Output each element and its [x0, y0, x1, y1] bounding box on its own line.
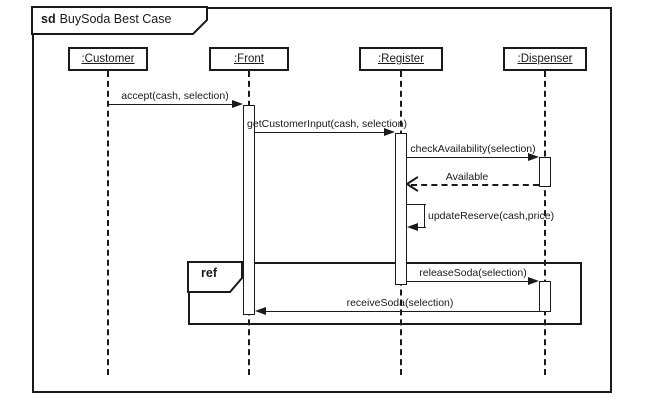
sd-frame	[32, 7, 612, 393]
lifeline-dispenser	[544, 71, 546, 375]
msg-receivesoda-label: receiveSoda(selection)	[346, 297, 454, 309]
ref-operator-label: ref	[201, 266, 217, 280]
frame-title-pentagon	[31, 6, 208, 35]
self-loop-top	[407, 204, 426, 205]
ref-fragment	[188, 262, 582, 325]
msg-accept-label: accept(cash, selection)	[121, 90, 229, 102]
lifeline-head-customer: :Customer	[68, 47, 148, 71]
filled-arrowhead-icon	[255, 307, 266, 315]
msg-updatereserve-label: updateReserve(cash,price)	[428, 210, 555, 222]
activation-front	[243, 105, 255, 315]
filled-arrowhead-icon	[528, 277, 539, 285]
lifeline-head-register: :Register	[359, 47, 443, 71]
activation-register	[395, 133, 407, 285]
lifeline-head-front: :Front	[209, 47, 289, 71]
self-loop-bottom	[416, 227, 426, 228]
frame-title-text: BuySoda Best Case	[59, 12, 172, 26]
msg-checkavailability-line	[407, 157, 528, 158]
msg-getcustomerinput-line	[255, 132, 384, 133]
filled-arrowhead-icon	[407, 223, 418, 231]
lifeline-customer	[107, 71, 109, 375]
filled-arrowhead-icon	[528, 153, 539, 161]
lifeline-label: :Customer	[81, 53, 135, 65]
msg-receivesoda-line	[265, 311, 539, 312]
frame-keyword: sd	[41, 12, 56, 26]
ref-operator-pentagon	[187, 261, 243, 293]
lifeline-label: :Front	[233, 53, 265, 65]
msg-getcustomerinput-label: getCustomerInput(cash, selection)	[247, 118, 407, 130]
msg-checkavailability-label: checkAvailability(selection)	[410, 143, 536, 155]
activation-dispenser-1	[539, 157, 551, 187]
msg-releasesoda-label: releaseSoda(selection)	[419, 267, 527, 279]
filled-arrowhead-icon	[384, 128, 395, 136]
msg-available-label: Available	[445, 171, 489, 183]
filled-arrowhead-icon	[232, 100, 243, 108]
msg-releasesoda-line	[407, 281, 528, 282]
lifeline-head-dispenser: :Dispenser	[503, 47, 587, 71]
self-loop-side	[424, 204, 425, 228]
msg-available-line	[411, 184, 539, 186]
lifeline-label: :Dispenser	[517, 53, 573, 65]
msg-accept-line	[108, 104, 232, 105]
lifeline-label: :Register	[377, 53, 425, 65]
activation-dispenser-2	[539, 281, 551, 312]
